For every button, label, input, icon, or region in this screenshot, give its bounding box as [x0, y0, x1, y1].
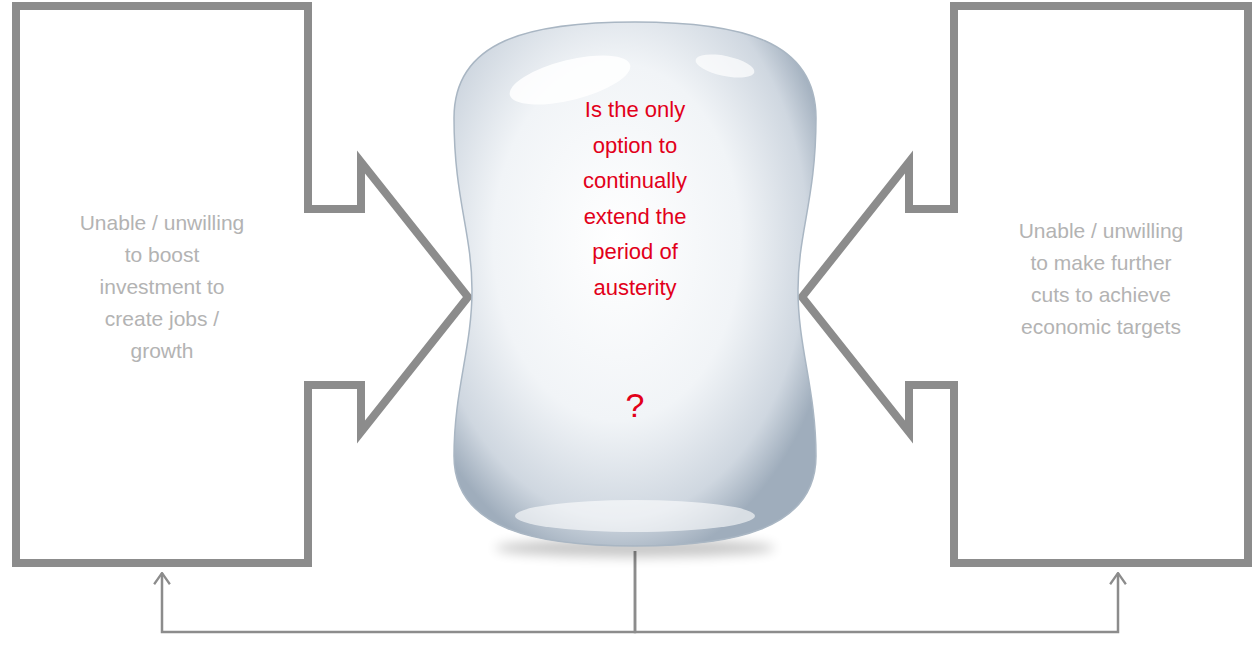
constraint-box: Unable / unwilling to make further cuts …	[950, 2, 1252, 567]
block-arrow	[802, 162, 954, 432]
bubble-body	[454, 22, 816, 546]
question-text: Is the only option to continually extend…	[573, 92, 698, 305]
box-border	[16, 6, 308, 563]
question-text: ?	[573, 385, 698, 425]
box-text: Unable / unwilling to make further cuts …	[1015, 215, 1187, 343]
box-text: Unable / unwilling to boost investment t…	[76, 207, 248, 367]
bubble-highlight	[694, 50, 757, 82]
question-bubble: Is the only option to continually extend…	[450, 18, 820, 553]
block-arrow	[308, 162, 468, 432]
constraint-box: Unable / unwilling to boost investment t…	[12, 2, 312, 567]
box-border	[954, 6, 1248, 563]
bubble-highlight	[515, 500, 755, 532]
